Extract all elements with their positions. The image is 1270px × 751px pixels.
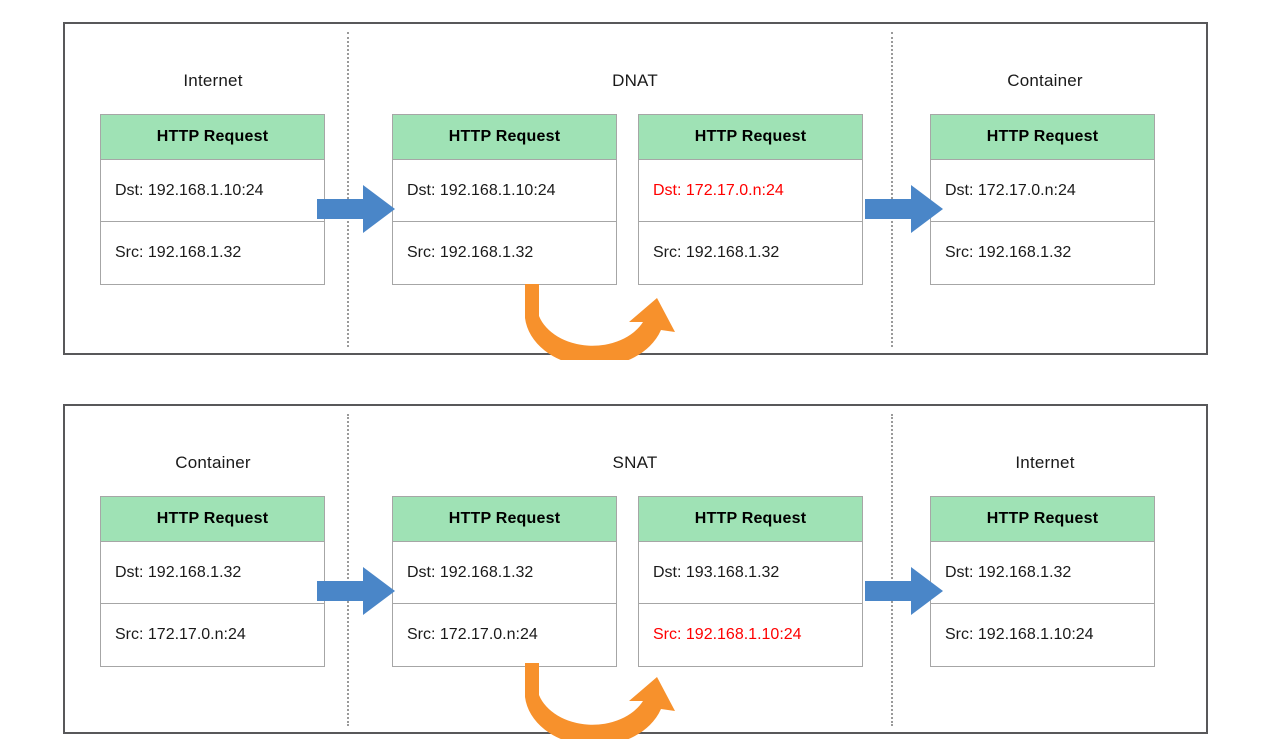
dnat-flow-arrow-1 (317, 181, 395, 237)
card-dst-row: Dst: 172.17.0.n:24 (639, 160, 862, 222)
snat-packet-card-1: HTTP Request Dst: 192.168.1.32 Src: 172.… (100, 496, 325, 667)
card-src-row: Src: 192.168.1.32 (653, 244, 780, 261)
snat-flow-arrow-1 (317, 563, 395, 619)
card-src-row: Src: 192.168.1.32 (407, 244, 534, 261)
card-src-row: Src: 192.168.1.32 (945, 244, 1072, 261)
dnat-zone-label-dnat: DNAT (612, 71, 658, 90)
card-header-title: HTTP Request (931, 115, 1154, 160)
dnat-zone-label-internet: Internet (183, 71, 243, 90)
card-src-row: Src: 192.168.1.10:24 (945, 626, 1094, 643)
card-header-title: HTTP Request (639, 115, 862, 160)
dnat-flow-arrow-2 (865, 181, 943, 237)
dnat-divider-left (347, 32, 349, 347)
dnat-packet-card-4: HTTP Request Dst: 172.17.0.n:24 Src: 192… (930, 114, 1155, 285)
snat-zone-label-internet: Internet (1015, 453, 1075, 472)
dnat-divider-right (891, 32, 893, 347)
snat-packet-card-3: HTTP Request Dst: 193.168.1.32 Src: 192.… (638, 496, 863, 667)
card-dst-row: Dst: 192.168.1.32 (931, 542, 1154, 604)
snat-flow-arrow-2 (865, 563, 943, 619)
dnat-packet-card-2: HTTP Request Dst: 192.168.1.10:24 Src: 1… (392, 114, 617, 285)
card-header-title: HTTP Request (639, 497, 862, 542)
snat-divider-right (891, 414, 893, 726)
card-src-row: Src: 172.17.0.n:24 (407, 626, 538, 643)
dnat-translation-loop-arrow (525, 282, 677, 367)
snat-panel: Container SNAT Internet HTTP Request Dst… (63, 404, 1208, 746)
card-dst-row: Dst: 192.168.1.32 (393, 542, 616, 604)
card-header-title: HTTP Request (393, 497, 616, 542)
card-header-title: HTTP Request (393, 115, 616, 160)
card-src-row: Src: 192.168.1.32 (115, 244, 242, 261)
card-dst-row: Dst: 192.168.1.10:24 (101, 160, 324, 222)
card-dst-row: Dst: 172.17.0.n:24 (931, 160, 1154, 222)
card-header-title: HTTP Request (101, 497, 324, 542)
card-dst-row: Dst: 192.168.1.10:24 (393, 160, 616, 222)
card-header-title: HTTP Request (931, 497, 1154, 542)
snat-packet-card-2: HTTP Request Dst: 192.168.1.32 Src: 172.… (392, 496, 617, 667)
snat-zone-label-snat: SNAT (612, 453, 658, 472)
dnat-packet-card-1: HTTP Request Dst: 192.168.1.10:24 Src: 1… (100, 114, 325, 285)
card-src-row: Src: 192.168.1.10:24 (653, 626, 802, 643)
card-dst-row: Dst: 193.168.1.32 (639, 542, 862, 604)
snat-translation-loop-arrow (525, 661, 677, 746)
card-src-row: Src: 172.17.0.n:24 (115, 626, 246, 643)
snat-packet-card-4: HTTP Request Dst: 192.168.1.32 Src: 192.… (930, 496, 1155, 667)
dnat-panel: Internet DNAT Container HTTP Request Dst… (63, 22, 1208, 367)
card-dst-row: Dst: 192.168.1.32 (101, 542, 324, 604)
snat-zone-label-container: Container (175, 453, 251, 472)
snat-divider-left (347, 414, 349, 726)
dnat-packet-card-3: HTTP Request Dst: 172.17.0.n:24 Src: 192… (638, 114, 863, 285)
dnat-zone-label-container: Container (1007, 71, 1083, 90)
card-header-title: HTTP Request (101, 115, 324, 160)
